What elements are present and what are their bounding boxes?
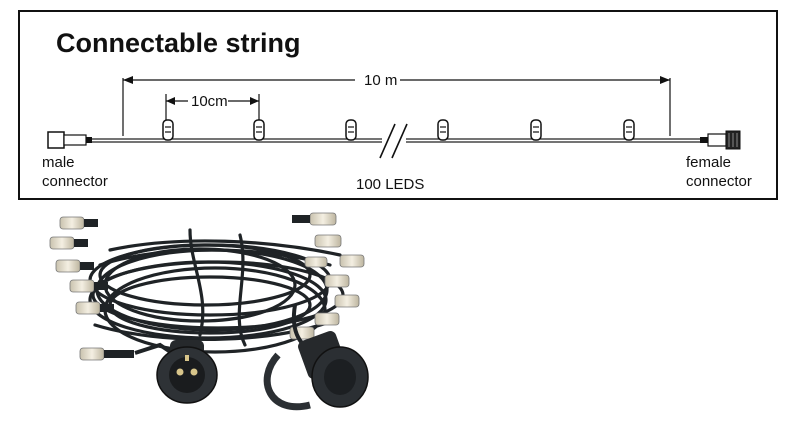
led-icon (253, 119, 265, 141)
led-icon (623, 119, 635, 141)
led-icon (162, 119, 174, 141)
product-photo (49, 212, 369, 411)
total-length-dimension (122, 76, 671, 136)
led-icon (437, 119, 449, 141)
diagram-title: Connectable string (56, 28, 301, 58)
led-bulbs (49, 212, 365, 361)
spacing-label: 10cm (191, 93, 228, 110)
total-length-label: 10 m (364, 72, 398, 89)
male-connector-photo-icon (134, 340, 218, 404)
spacing-dimension (165, 94, 260, 120)
female-connector-label: female connector (686, 154, 752, 190)
female-connector-icon (700, 130, 741, 150)
female-connector-photo-icon (263, 304, 369, 411)
break-mark-icon (379, 123, 408, 159)
led-icon (345, 119, 357, 141)
led-count-label: 100 LEDS (356, 176, 425, 193)
led-icon (530, 119, 542, 141)
male-connector-icon (47, 131, 92, 149)
diagram-panel: Connectable string 10 m 10cm 100 LEDS ma… (18, 10, 778, 200)
male-connector-label: male connector (42, 154, 108, 190)
string-diagram (47, 76, 741, 159)
